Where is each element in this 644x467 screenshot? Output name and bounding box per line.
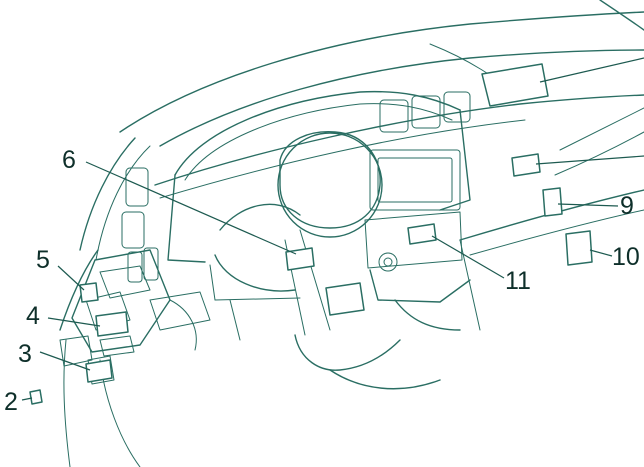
steering-wheel: [214, 131, 441, 390]
callout-label-9: 9: [620, 192, 634, 220]
component-glovebox-relay: [511, 153, 541, 177]
component-6: [285, 247, 315, 271]
component-lower-center: [325, 282, 365, 316]
leader-6: [85, 161, 297, 255]
callout-labels: 6 5 4 3 2 11 9 10: [4, 146, 640, 416]
callout-label-2: 2: [4, 388, 18, 416]
leader-11: [431, 235, 505, 279]
components: [29, 63, 593, 405]
callout-label-10: 10: [612, 243, 640, 271]
leader-top-right: [539, 57, 644, 83]
component-top-right: [481, 63, 549, 107]
leader-2: [21, 397, 33, 401]
leader-3: [39, 351, 91, 371]
leader-4: [47, 317, 101, 327]
component-5: [79, 282, 99, 303]
leader-5: [57, 265, 85, 291]
callout-label-6: 6: [62, 146, 76, 174]
callout-label-3: 3: [18, 340, 32, 368]
leader-9: [557, 203, 619, 207]
component-3: [85, 359, 113, 383]
leader-10: [589, 249, 613, 257]
callout-label-11: 11: [505, 267, 531, 295]
component-10: [565, 230, 593, 266]
component-4: [95, 311, 129, 337]
left-panel: [59, 249, 211, 385]
leader-glovebox: [535, 155, 644, 165]
dashboard-outline: [59, 0, 644, 467]
callout-label-4: 4: [26, 302, 40, 330]
component-11: [407, 223, 437, 245]
component-9: [542, 187, 563, 217]
center-console: [209, 239, 481, 341]
leader-lines: [21, 57, 644, 401]
callout-label-5: 5: [36, 246, 50, 274]
instrument-cluster: [121, 90, 471, 283]
component-2: [29, 389, 43, 405]
